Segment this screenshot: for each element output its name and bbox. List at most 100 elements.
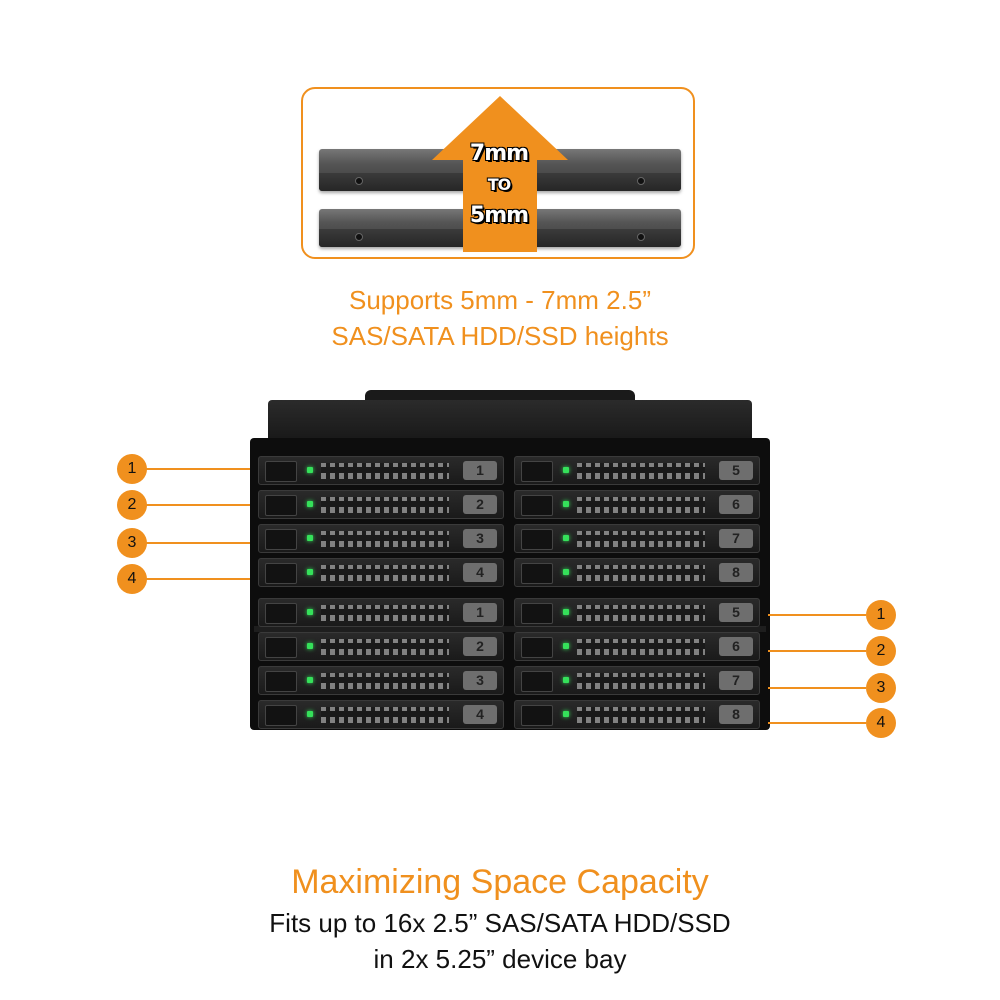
drive-tray-left-2[interactable]: 2 [258, 490, 504, 519]
drive-tray-left-6[interactable]: 2 [258, 632, 504, 661]
tray-vent-gap [321, 643, 449, 649]
marker-right-4: 4 [866, 708, 896, 738]
tray-vent-gap [577, 569, 705, 575]
arrow-text-bottom: 5mm [469, 203, 529, 228]
tray-latch[interactable] [521, 705, 553, 726]
marker-right-3: 3 [866, 673, 896, 703]
tray-number: 6 [719, 637, 753, 656]
tray-latch[interactable] [265, 637, 297, 658]
status-led-icon [563, 501, 569, 507]
tray-latch[interactable] [265, 529, 297, 550]
up-arrow-icon [432, 96, 568, 252]
tray-vent-gap [321, 501, 449, 507]
drive-tray-right-7[interactable]: 7 [514, 666, 760, 695]
status-led-icon [563, 609, 569, 615]
marker-leader-right-1 [768, 614, 866, 616]
tray-number: 5 [719, 603, 753, 622]
drive-tray-right-6[interactable]: 6 [514, 632, 760, 661]
tray-latch[interactable] [265, 705, 297, 726]
tray-latch[interactable] [265, 461, 297, 482]
status-led-icon [563, 643, 569, 649]
tray-vent-gap [321, 677, 449, 683]
marker-right-2: 2 [866, 636, 896, 666]
status-led-icon [307, 677, 313, 683]
drive-tray-left-5[interactable]: 1 [258, 598, 504, 627]
marker-leader-left-1 [146, 468, 250, 470]
height-callout-box: 7mm TO 5mm [301, 87, 695, 259]
tray-vent-gap [577, 467, 705, 473]
drive-tray-left-3[interactable]: 3 [258, 524, 504, 553]
tray-vent-gap [577, 609, 705, 615]
marker-leader-left-2 [146, 504, 250, 506]
status-led-icon [563, 711, 569, 717]
tray-vent-gap [321, 467, 449, 473]
arrow-text-top: 7mm [469, 141, 529, 166]
tray-number: 5 [719, 461, 753, 480]
tray-vent-gap [577, 501, 705, 507]
tray-latch[interactable] [265, 603, 297, 624]
tray-vent-gap [321, 569, 449, 575]
status-led-icon [307, 501, 313, 507]
drive-tray-right-5[interactable]: 5 [514, 598, 760, 627]
tray-vent-gap [577, 677, 705, 683]
drive-tray-right-1[interactable]: 5 [514, 456, 760, 485]
status-led-icon [563, 535, 569, 541]
support-text-line2: SAS/SATA HDD/SSD heights [331, 321, 669, 351]
tray-number: 2 [463, 495, 497, 514]
tray-latch[interactable] [521, 603, 553, 624]
status-led-icon [307, 711, 313, 717]
drive-tray-right-8[interactable]: 8 [514, 700, 760, 729]
tray-latch[interactable] [521, 461, 553, 482]
tray-latch[interactable] [521, 529, 553, 550]
tray-latch[interactable] [265, 563, 297, 584]
marker-leader-left-4 [146, 578, 250, 580]
tray-vent-gap [577, 711, 705, 717]
drive-tray-right-4[interactable]: 8 [514, 558, 760, 587]
tray-number: 7 [719, 529, 753, 548]
drive-tray-right-2[interactable]: 6 [514, 490, 760, 519]
drive-tray-right-3[interactable]: 7 [514, 524, 760, 553]
tray-latch[interactable] [521, 671, 553, 692]
status-led-icon [563, 677, 569, 683]
status-led-icon [307, 467, 313, 473]
tray-number: 6 [719, 495, 753, 514]
drive-tray-left-4[interactable]: 4 [258, 558, 504, 587]
status-led-icon [307, 643, 313, 649]
tray-vent-gap [577, 643, 705, 649]
tray-number: 1 [463, 603, 497, 622]
support-text: Supports 5mm - 7mm 2.5” SAS/SATA HDD/SSD… [0, 282, 1000, 354]
tray-number: 8 [719, 705, 753, 724]
tray-vent-gap [321, 609, 449, 615]
marker-leader-left-3 [146, 542, 250, 544]
tray-latch[interactable] [521, 495, 553, 516]
drive-tray-left-1[interactable]: 1 [258, 456, 504, 485]
marker-left-4: 4 [117, 564, 147, 594]
capacity-caption-line1: Fits up to 16x 2.5” SAS/SATA HDD/SSD [269, 908, 731, 938]
marker-left-2: 2 [117, 490, 147, 520]
tray-number: 8 [719, 563, 753, 582]
marker-right-1: 1 [866, 600, 896, 630]
capacity-title: Maximizing Space Capacity [291, 863, 709, 901]
status-led-icon [307, 609, 313, 615]
status-led-icon [307, 569, 313, 575]
tray-number: 7 [719, 671, 753, 690]
tray-number: 3 [463, 671, 497, 690]
tray-vent-gap [321, 535, 449, 541]
tray-latch[interactable] [521, 637, 553, 658]
drive-tray-left-8[interactable]: 4 [258, 700, 504, 729]
tray-latch[interactable] [265, 495, 297, 516]
drive-enclosure: 1 2 3 4 1 2 3 4 5 6 7 8 5 6 7 8 [250, 390, 770, 740]
tray-number: 2 [463, 637, 497, 656]
capacity-caption-line2: in 2x 5.25” device bay [373, 944, 627, 974]
tray-latch[interactable] [265, 671, 297, 692]
enclosure-top [268, 400, 752, 442]
drive-tray-left-7[interactable]: 3 [258, 666, 504, 695]
tray-latch[interactable] [521, 563, 553, 584]
tray-vent-gap [577, 535, 705, 541]
marker-leader-right-3 [768, 687, 866, 689]
bay-divider [254, 626, 766, 632]
tray-number: 4 [463, 563, 497, 582]
tray-number: 3 [463, 529, 497, 548]
tray-vent-gap [321, 711, 449, 717]
marker-leader-right-2 [768, 650, 866, 652]
